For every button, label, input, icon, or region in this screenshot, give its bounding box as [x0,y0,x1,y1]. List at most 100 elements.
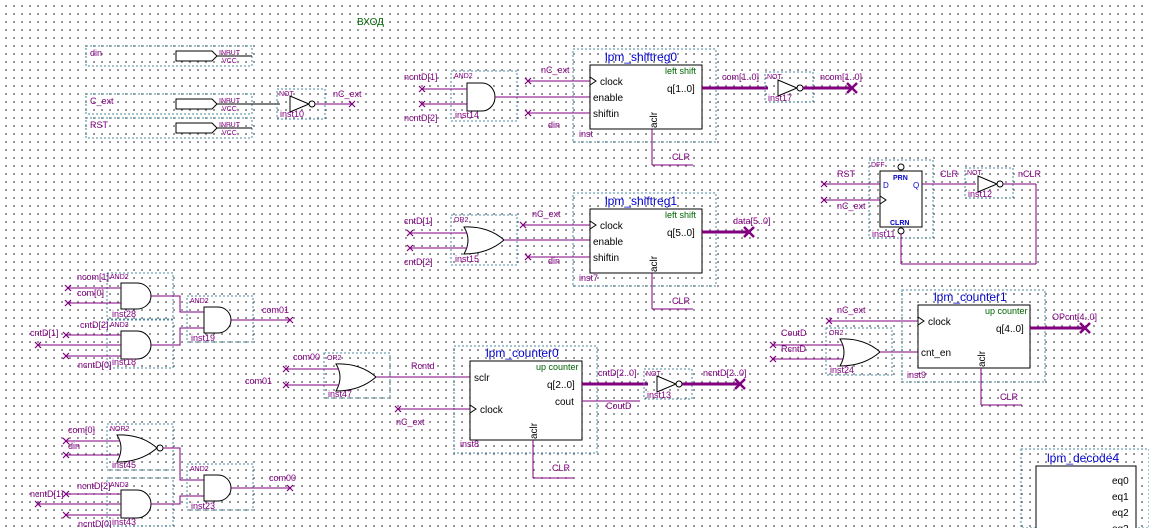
gate-type-inst24: OR2 [829,330,844,337]
wire-label-ncntd1-a: ncntD[1] [404,72,438,82]
input-vcc-din: VCC [222,58,237,65]
lpm-counter1-block[interactable]: lpm_counter1 up counter clock cnt_en q[4… [825,289,1097,406]
input-pin-c-ext[interactable]: C_ext INPUT VCC [85,93,280,115]
gate-type-inst45: NOR2 [110,426,130,433]
gate-inst-inst10: inst10 [280,109,304,119]
dff-inst11[interactable]: DFF PRN CLRN D Q inst11 RST nC_ext CLR [820,159,1037,265]
block-title-shiftreg0: lpm_shiftreg0 [605,50,677,64]
block-inst-shiftreg1: inst7 [579,273,598,283]
pin-cnt-en-counter1: cnt_en [921,348,951,359]
gate-inst-inst24: inst24 [830,365,854,375]
pin-enable-shiftreg0: enable [593,93,623,104]
wire-label-com00-out: com00 [269,473,296,483]
dff-prn-label: PRN [893,175,908,182]
lpm-decode4-block[interactable]: lpm_decode4 eq0 eq1 eq2 eq3 [1020,448,1149,528]
wire-label-com-sr0: com[1..0] [722,72,759,82]
input-vcc-rst: VCC [222,130,237,137]
lpm-shiftreg1-block[interactable]: lpm_shiftreg1 left shift clock enable sh… [519,192,771,310]
lpm-counter0-block[interactable]: lpm_counter0 up counter sclr clock q[2..… [394,345,648,479]
wire-label-coutd: CoutD [606,401,632,411]
wire-label-data: data[5..0] [733,216,771,226]
wire-label-nc-ext-dff: nC_ext [837,201,866,211]
gate-inst-inst23: inst23 [191,501,215,511]
input-type-rst: INPUT [219,122,241,129]
input-pin-rst[interactable]: RST INPUT VCC [85,117,253,139]
and-gate-inst23[interactable]: AND2 inst23 com00 [186,463,296,511]
nor-gate-inst45[interactable]: NOR2 inst45 com[0] din [62,423,204,481]
or-gate-inst15[interactable]: OR2 inst15 cntD[1] cntD[2] [404,214,590,267]
wire-label-ncntd0-b: ncntD[0] [78,519,112,528]
gate-inst-inst43: inst43 [112,517,136,527]
pin-clock-counter1: clock [928,317,952,328]
wire-label-nc-ext-out: nC_ext [333,89,362,99]
wire-label-com0-b: com[0] [68,425,95,435]
not-gate-inst17[interactable]: NOT inst17 ncom[1..0] [764,71,862,103]
wire-label-ncntd: ncntD[2..0] [703,368,747,378]
dff-clrn-label: CLRN [890,220,909,227]
block-inst-shiftreg0: inst [579,129,594,139]
gate-type-inst47: OR2 [327,355,342,362]
gate-inst-inst15: inst15 [455,254,479,264]
lpm-shiftreg0-block[interactable]: lpm_shiftreg0 left shift clock enable sh… [524,48,768,166]
dff-d-label: D [883,181,889,190]
wire-label-ncntd0-a: ncntD[0] [78,360,112,370]
gate-type-inst17: NOT [767,74,783,81]
pin-eq0: eq0 [1112,476,1129,487]
gate-inst-inst45: inst45 [112,460,136,470]
wire-label-nc-ext-sr1: nC_ext [532,209,561,219]
and-gate-inst43[interactable]: AND3 inst43 ncntD[1] ncntD[2] ncntD[0] [30,477,204,528]
wire-label-com0-a: com[0] [77,288,104,298]
gate-type-inst19: AND2 [190,298,209,305]
wire-label-cntd: cntD[2..0] [598,368,637,378]
pin-aclr-counter1: aclr [977,350,988,367]
gate-type-inst13: NOT [646,371,662,378]
wire-label-com01-a: com01 [245,376,272,386]
gate-type-inst12: NOT [967,170,983,177]
wire-label-nclr: nCLR [1018,169,1042,179]
or-gate-inst24[interactable]: OR2 inst24 CoutD RcntD [769,327,918,376]
not-gate-inst12[interactable]: NOT inst12 nCLR [964,167,1042,199]
wire-label-clr-dff: CLR [940,169,959,179]
pin-clock-shiftreg1: clock [600,221,624,232]
gate-type-inst10: NOT [279,91,295,98]
wire-label-nc-ext-c0: nC_ext [396,417,425,427]
pin-shiftin-shiftreg1: shiftin [593,253,619,264]
gate-inst-inst28: inst28 [112,309,136,319]
pin-q-counter1: q[4..0] [996,324,1024,335]
pin-sclr-counter0: sclr [474,373,490,384]
and-gate-inst19[interactable]: AND2 inst19 com01 [186,295,294,343]
wire-label-din-sr1: din [548,256,560,266]
wire-label-nc-ext-sr0: nC_ext [541,65,570,75]
and-gate-inst14[interactable]: AND2 inst14 ncntD[1] ncntD[2] [404,70,590,123]
pin-clock-counter0: clock [480,405,504,416]
and-gate-inst18[interactable]: AND3 inst18 cntD[2] cntD[1] ncntD[0] [30,319,204,370]
pin-eq2: eq2 [1112,508,1129,519]
pin-eq3: eq3 [1112,524,1129,528]
wire-label-cntd2-a: cntD[2] [404,257,433,267]
not-gate-inst13[interactable]: NOT inst13 ncntD[2..0] [643,368,747,400]
or-gate-inst47[interactable]: OR2 inst47 com00 com01 Rcntd [245,352,470,399]
dff-inst-label: inst11 [872,229,895,239]
input-type-c-ext: INPUT [219,98,241,105]
pin-aclr-shiftreg0: aclr [649,111,660,128]
block-title-decode4: lpm_decode4 [1047,451,1119,465]
wire-label-clr-c1: CLR [1000,392,1019,402]
block-mode-shiftreg0: left shift [665,66,697,76]
and-gate-inst28[interactable]: AND2 inst28 ncom[1] com[0] [64,272,204,320]
gate-type-inst15: OR2 [454,217,469,224]
pin-q-shiftreg0: q[1..0] [667,84,695,95]
wire-label-clr-sr1: CLR [672,296,691,306]
wire-label-rcntd-b: RcntD [781,344,807,354]
gate-inst-inst47: inst47 [328,389,352,399]
wire-label-ncom1: ncom[1] [77,272,109,282]
block-inst-counter1: inst9 [907,370,926,380]
wire-label-com00-a: com00 [293,352,320,362]
gate-type-inst23: AND2 [190,466,209,473]
input-type-din: INPUT [219,50,241,57]
input-pin-din[interactable]: din INPUT VCC [85,45,253,67]
pin-shiftin-shiftreg0: shiftin [593,109,619,120]
not-gate-inst10[interactable]: NOT inst10 nC_ext [276,88,362,120]
pin-cout-counter0: cout [555,397,574,408]
pin-eq1: eq1 [1112,492,1129,503]
